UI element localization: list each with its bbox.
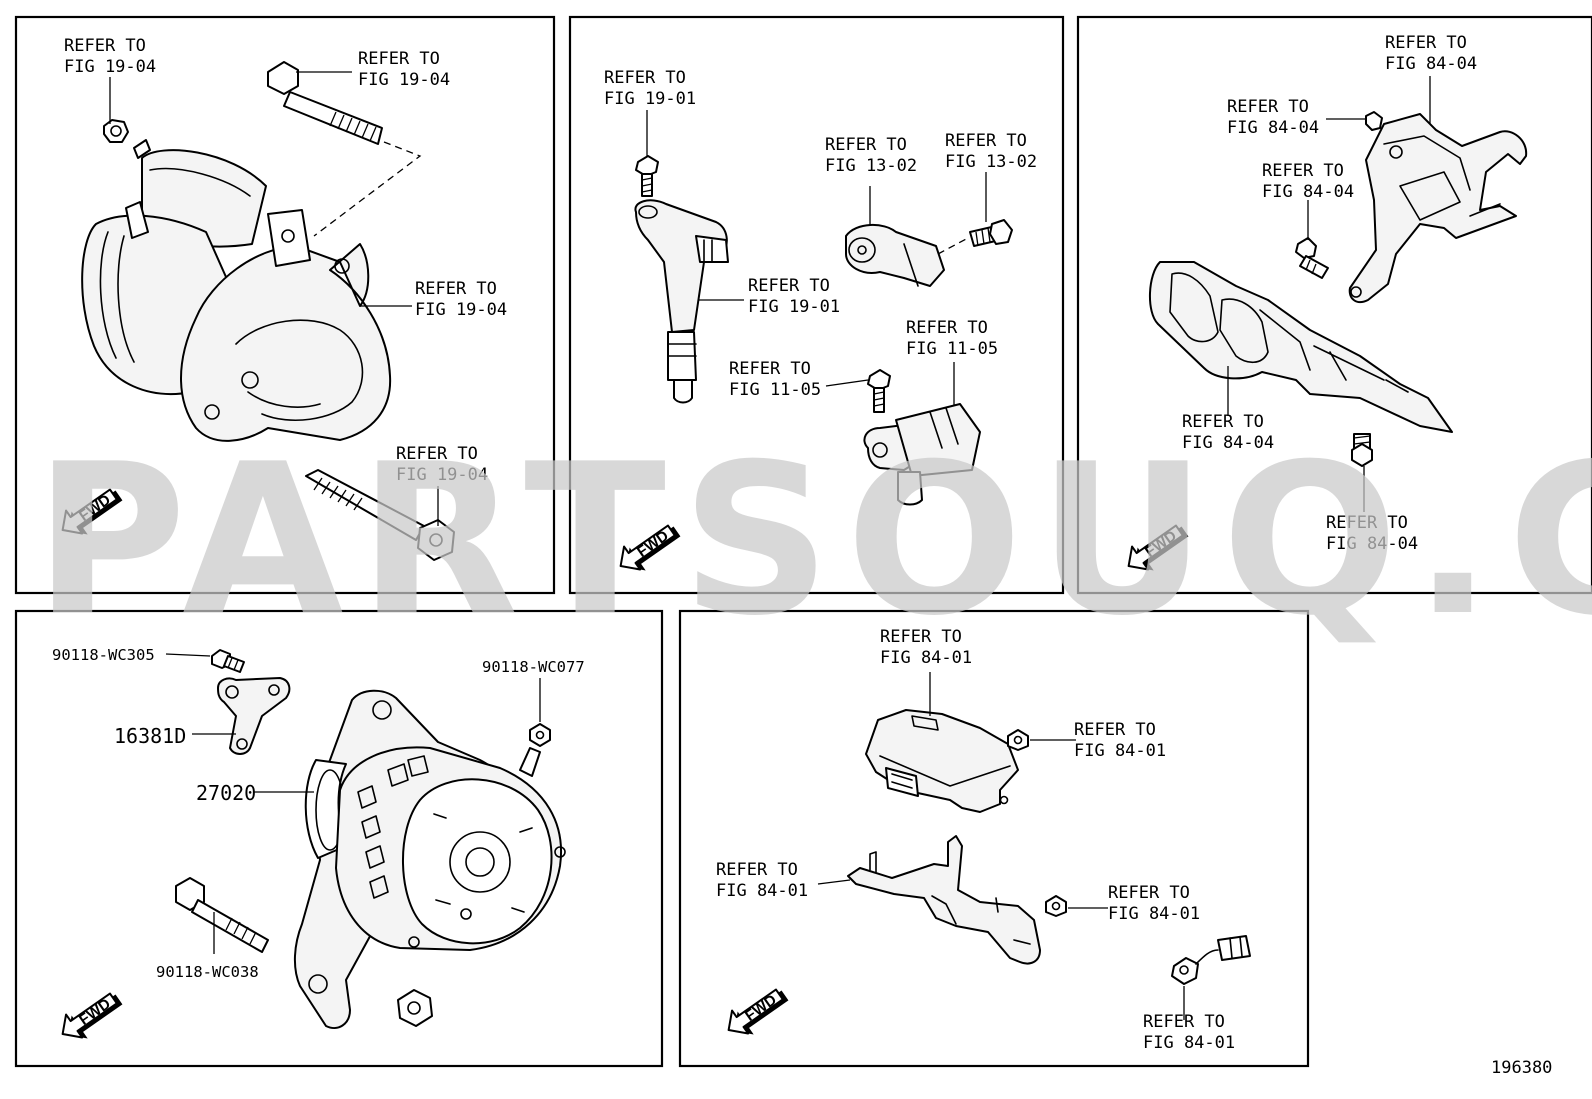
starter-callout-2: REFER TO FIG 19-04 [358,49,450,90]
alternator-bracket[interactable] [217,677,291,755]
alternator-bolt-long[interactable] [175,877,269,953]
starter-nut[interactable] [103,119,129,143]
bracket-callout-2: REFER TO FIG 84-04 [1227,97,1319,138]
panel-sensors-frame [568,15,1065,595]
crank-position-sensor[interactable] [863,403,981,506]
ecu-mounting-bracket[interactable] [847,835,1041,965]
starter-bolt-upper[interactable] [267,61,383,145]
bracket-callout-4: REFER TO FIG 84-04 [1182,412,1274,453]
bracket-fwd-arrow-icon: FWD [1127,524,1189,571]
alternator[interactable] [293,689,566,1029]
sensors-callout-1: REFER TO FIG 19-01 [604,68,696,109]
ecu-bracket-nut[interactable] [1045,895,1067,917]
ecu-module-84-01[interactable] [865,709,1019,813]
ecu-callout-1: REFER TO FIG 84-01 [880,627,972,668]
alternator-bolt-small[interactable] [211,649,245,673]
partno-bolt-small: 90118-WC305 [52,646,155,664]
panel-sensors: REFER TO FIG 19-01 REFER TO FIG 19-01 RE… [568,15,1065,595]
ecu-nut[interactable] [1007,729,1029,751]
bracket-bolt-lower[interactable] [1351,433,1373,467]
ecu-leader-3 [817,879,851,885]
partno-bolt-long: 90118-WC038 [156,963,259,981]
sensors-fwd-arrow-icon: FWD [619,524,681,571]
partno-bracket: 16381D [114,724,186,748]
ignition-coil[interactable] [634,199,729,404]
sensors-leader-5 [825,379,869,387]
crank-sensor-bolt[interactable] [867,369,891,413]
sensors-callout-6: REFER TO FIG 11-05 [906,318,998,359]
sensors-callout-3: REFER TO FIG 13-02 [825,135,917,176]
panel-starter: REFER TO FIG 19-04 REFER TO FIG 19-04 RE… [14,15,556,595]
bracket-callout-3: REFER TO FIG 84-04 [1262,161,1354,202]
ecu-callout-3: REFER TO FIG 84-01 [716,860,808,901]
ecu-fwd-arrow-icon: FWD [727,988,789,1035]
starter-motor[interactable] [81,139,392,442]
starter-callout-4: REFER TO FIG 19-04 [396,444,488,485]
alternator-leader-1 [165,653,211,657]
ecu-mounting-bracket[interactable] [1348,113,1528,304]
panel-bracket-84-04: REFER TO FIG 84-04 REFER TO FIG 84-04 RE… [1076,15,1592,595]
ecu-sensor-harness[interactable] [1171,935,1251,985]
partno-alternator: 27020 [196,781,256,805]
cam-sensor-bolt[interactable] [969,219,1013,247]
cam-position-sensor[interactable] [845,224,945,287]
sensors-callout-2: REFER TO FIG 19-01 [748,276,840,317]
bracket-nut[interactable] [1365,111,1383,131]
panel-alternator: 90118-WC305 16381D 90118-WC077 27020 901… [14,609,664,1068]
starter-callout-1: REFER TO FIG 19-04 [64,36,156,77]
sensors-callout-4: REFER TO FIG 13-02 [945,131,1037,172]
ecu-callout-4: REFER TO FIG 84-01 [1108,883,1200,924]
coil-bolt[interactable] [635,155,659,197]
panel-ecu-84-01: REFER TO FIG 84-01 REFER TO FIG 84-01 RE… [678,609,1310,1068]
panel-ecu-frame [678,609,1310,1068]
alternator-terminal-nut[interactable] [529,723,551,747]
diagram-id: 196380 [1491,1058,1552,1078]
sensors-callout-5: REFER TO FIG 11-05 [729,359,821,400]
control-unit-84-04[interactable] [1148,261,1453,433]
bracket-callout-1: REFER TO FIG 84-04 [1385,33,1477,74]
watermark: PARTSOUQ.COM [34,420,1592,662]
ecu-callout-5: REFER TO FIG 84-01 [1143,1012,1235,1053]
cam-bolt-path [937,237,969,255]
starter-callout-3: REFER TO FIG 19-04 [415,279,507,320]
ecu-callout-2: REFER TO FIG 84-01 [1074,720,1166,761]
partno-nut: 90118-WC077 [482,658,585,676]
bracket-callout-5: REFER TO FIG 84-04 [1326,513,1418,554]
starter-bolt-upper-path [313,141,422,237]
